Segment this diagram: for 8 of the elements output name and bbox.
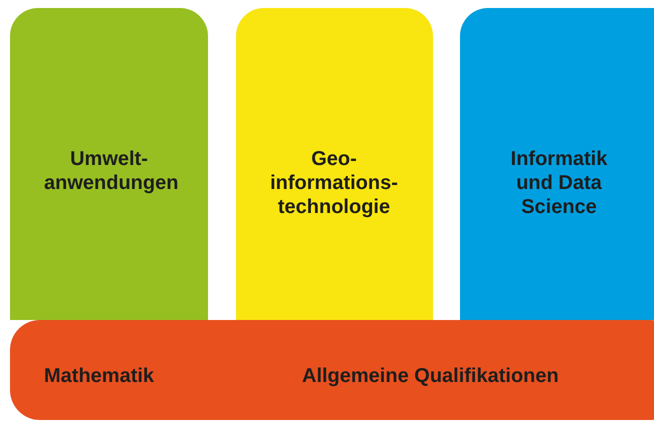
pillar-box xyxy=(236,8,433,320)
pillar-label: Geo- informations- technologie xyxy=(269,147,399,219)
band-label: Mathematik xyxy=(44,364,154,388)
pillar-label: Informatik und Data Science xyxy=(510,147,608,219)
pillar-box xyxy=(10,8,208,320)
base-band xyxy=(10,320,654,420)
pillar-box xyxy=(460,8,654,320)
band-label: Allgemeine Qualifikationen xyxy=(302,364,559,388)
